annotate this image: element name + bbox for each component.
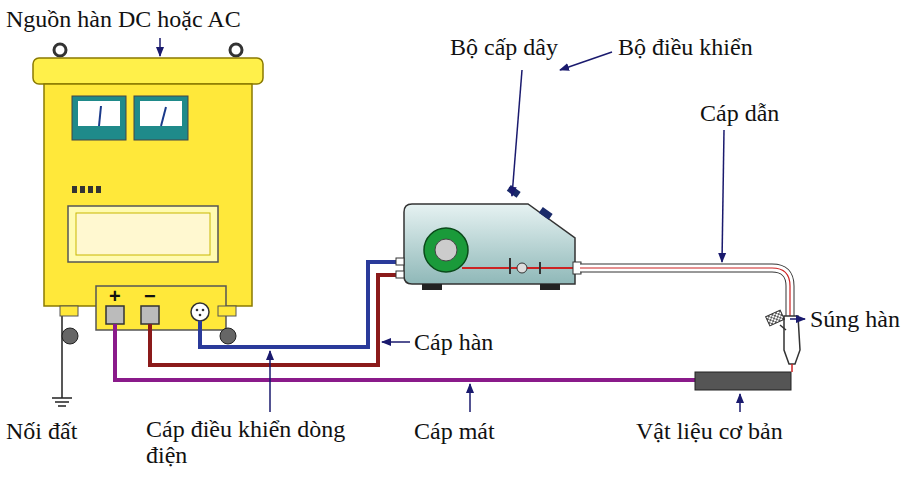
callout-label: Cáp mát: [414, 418, 495, 444]
ground-cable: [115, 324, 698, 380]
callout-label: Cáp điều khiển dòng điện: [146, 416, 346, 468]
wire-feeder: [396, 185, 581, 290]
callout-label: Nguồn hàn DC hoặc AC: [6, 6, 241, 32]
power-source: [33, 44, 263, 344]
callout-label: Bộ điều khiển: [618, 34, 753, 60]
callout-label: Cáp hàn: [414, 329, 493, 355]
guide-cable: [580, 268, 790, 318]
base-plate: [695, 372, 791, 390]
callout-label: Bộ cấp dây: [450, 34, 558, 60]
welding-cable: [150, 275, 402, 365]
callout-label: Nối đất: [6, 418, 77, 444]
callout-label: Cáp dẫn: [700, 100, 779, 126]
terminal-sign: +: [109, 286, 121, 306]
leader-arrows: [160, 38, 805, 412]
control-cable: [200, 262, 402, 347]
terminal-sign: −: [144, 286, 156, 306]
callout-label: Vật liệu cơ bản: [636, 418, 783, 444]
callout-label: Súng hàn: [810, 306, 900, 332]
